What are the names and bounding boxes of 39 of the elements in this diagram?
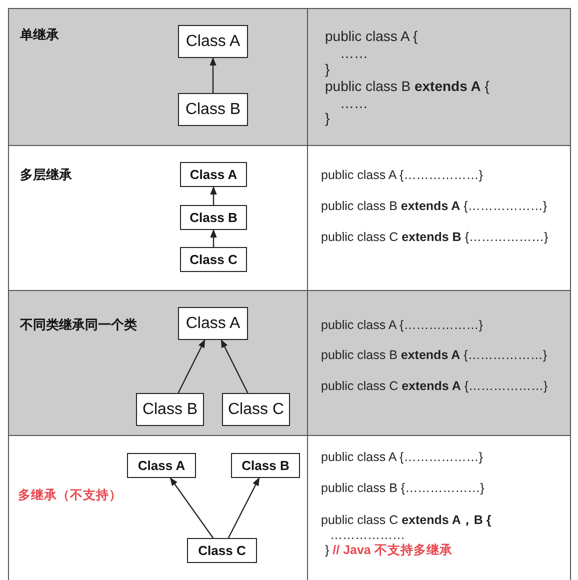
code-line: } bbox=[325, 61, 330, 77]
code-line: public class B extends A {………………} bbox=[321, 348, 548, 362]
class-box: Class B bbox=[178, 93, 248, 126]
row-heading: 多继承（不支持） bbox=[18, 487, 122, 504]
inheritance-arrow bbox=[210, 186, 217, 205]
class-box: Class C bbox=[222, 393, 290, 426]
code-line: public class A {………………} bbox=[321, 450, 483, 464]
code-line: public class A {………………} bbox=[321, 318, 483, 332]
code-line: public class B extends A { bbox=[325, 78, 490, 94]
code-line: ……………… bbox=[330, 528, 405, 542]
code-line: public class B extends A {………………} bbox=[321, 199, 548, 213]
inheritance-arrow bbox=[220, 339, 248, 394]
class-box: Class A bbox=[178, 307, 248, 340]
code-line: } bbox=[325, 110, 330, 126]
class-box: Class B bbox=[136, 393, 204, 426]
row-heading: 单继承 bbox=[20, 26, 59, 44]
inheritance-arrow bbox=[178, 339, 206, 394]
inheritance-arrow bbox=[170, 477, 214, 538]
inheritance-arrow bbox=[210, 229, 217, 247]
inheritance-arrow bbox=[228, 477, 260, 538]
code-line: …… bbox=[340, 95, 368, 111]
class-box: Class C bbox=[180, 247, 247, 272]
code-line: public class A { bbox=[325, 28, 418, 44]
code-line: …… bbox=[340, 45, 368, 61]
code-line: public class C extends A {………………} bbox=[321, 379, 548, 393]
class-box: Class A bbox=[178, 25, 248, 58]
class-box: Class B bbox=[231, 453, 300, 478]
row-heading: 不同类继承同一个类 bbox=[20, 316, 137, 334]
code-line: } // Java 不支持多继承 bbox=[325, 542, 452, 559]
class-box: Class A bbox=[127, 453, 196, 478]
code-line: public class B {………………} bbox=[321, 481, 484, 495]
class-box: Class A bbox=[180, 162, 247, 187]
code-line: public class C extends B {………………} bbox=[321, 230, 548, 244]
class-box: Class B bbox=[180, 205, 247, 230]
code-line: public class C extends A，B { bbox=[321, 512, 492, 529]
class-box: Class C bbox=[187, 538, 257, 563]
inheritance-arrow bbox=[210, 57, 216, 93]
row-heading: 多层继承 bbox=[20, 166, 72, 184]
code-line: public class A {………………} bbox=[321, 168, 483, 182]
